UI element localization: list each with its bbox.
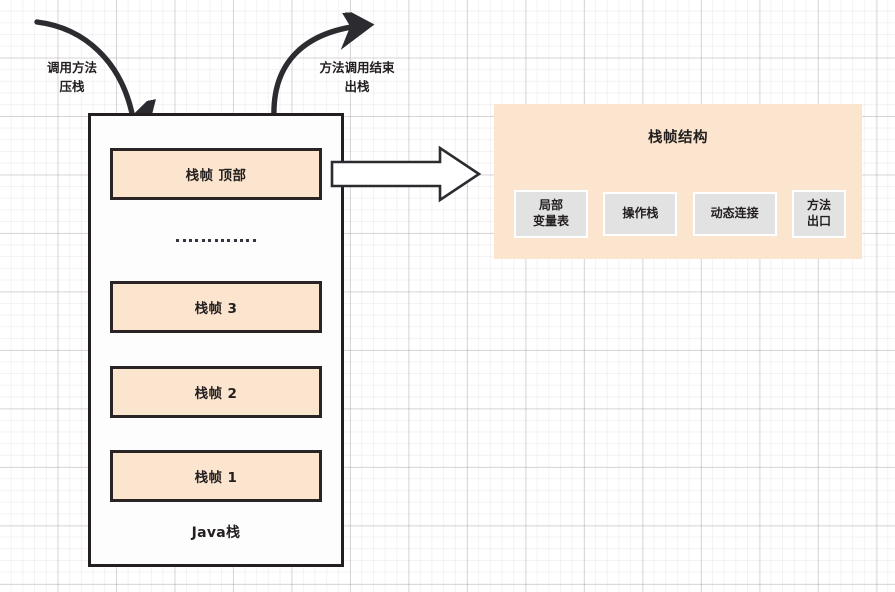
pop-arrow-label: 方法调用结束 出栈: [292, 58, 422, 97]
frame-part-dynamic-linking-line1: 动态连接: [710, 206, 759, 221]
ellipsis-dot: [227, 238, 231, 242]
frame-structure-parts-row: 局部 变量表 操作栈 动态连接 方法 出口: [514, 190, 846, 238]
block-arrow-right-icon: [330, 145, 482, 203]
ellipsis-dot: [188, 238, 192, 242]
stack-frame-top: 栈帧 顶部: [110, 148, 322, 200]
frame-part-method-exit[interactable]: 方法 出口: [791, 190, 846, 238]
frame-part-method-exit-line2: 出口: [806, 214, 831, 228]
ellipsis-dot: [201, 238, 205, 242]
ellipsis-dot: [220, 238, 224, 242]
stack-frame-3-label: 栈帧 3: [194, 301, 238, 317]
stack-frame-2-label: 栈帧 2: [194, 386, 238, 402]
stack-frame-1-label: 栈帧 1: [194, 470, 238, 486]
frame-part-dynamic-linking[interactable]: 动态连接: [692, 192, 777, 236]
push-arrow-label: 调用方法 压栈: [12, 58, 132, 97]
pop-arrow-label-line2: 出栈: [344, 79, 370, 95]
frame-structure-panel: 栈帧结构 局部 变量表 操作栈 动态连接 方法 出口: [494, 104, 862, 259]
ellipsis-dot: [195, 238, 199, 242]
stack-frame-2: 栈帧 2: [110, 366, 322, 418]
push-arrow-label-line2: 压栈: [59, 79, 85, 95]
frame-part-local-variable-table[interactable]: 局部 变量表: [514, 190, 588, 238]
frame-part-operand-stack[interactable]: 操作栈: [603, 192, 678, 236]
frame-part-local-variable-table-line2: 变量表: [532, 214, 569, 228]
frame-part-local-variable-table-line1: 局部: [538, 198, 563, 213]
stack-frame-1: 栈帧 1: [110, 450, 322, 502]
ellipsis-dot: [240, 238, 244, 242]
stack-frame-top-label: 栈帧 顶部: [185, 168, 247, 184]
java-stack-container: 栈帧 顶部 栈帧 3 栈帧 2 栈帧 1 Java栈: [88, 113, 344, 567]
ellipsis-dot: [176, 238, 180, 242]
ellipsis-dot: [233, 238, 237, 242]
push-arrow-label-line1: 调用方法: [46, 60, 97, 75]
ellipsis-dot: [182, 238, 186, 242]
frame-part-method-exit-line1: 方法: [806, 198, 831, 213]
ellipsis-dot: [208, 238, 212, 242]
ellipsis-dot: [246, 238, 250, 242]
stack-ellipsis-dots: [91, 235, 341, 245]
pop-arrow-label-line1: 方法调用结束: [319, 60, 395, 75]
stack-frame-3: 栈帧 3: [110, 281, 322, 333]
frame-structure-title: 栈帧结构: [648, 130, 708, 146]
frame-part-operand-stack-line1: 操作栈: [622, 206, 659, 221]
ellipsis-dot: [214, 238, 218, 242]
java-stack-caption: Java栈: [191, 525, 241, 541]
ellipsis-dot: [252, 238, 256, 242]
